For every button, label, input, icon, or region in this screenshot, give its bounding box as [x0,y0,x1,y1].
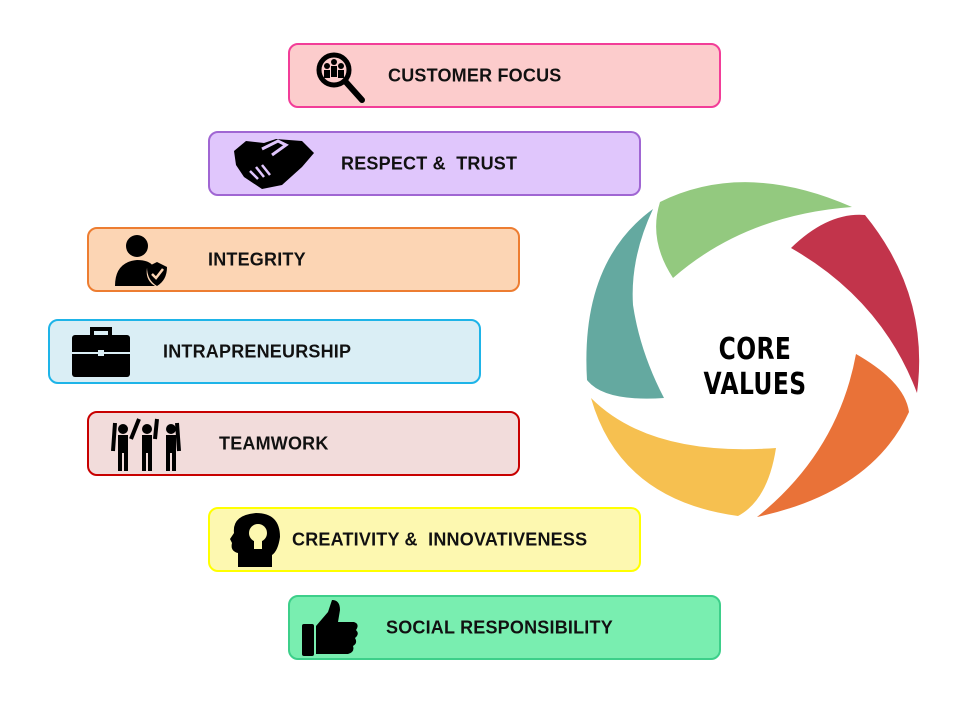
value-intrapreneurship: INTRAPRENEURSHIP [48,319,481,384]
value-label: TEAMWORK [219,433,329,453]
value-customer-focus: CUSTOMER FOCUS [288,43,721,108]
person-shield-icon [115,234,167,286]
thumbs-up-icon [302,599,358,656]
value-label: INTEGRITY [208,249,306,269]
value-integrity: INTEGRITY [87,227,520,292]
wheel-segment-orange [757,354,909,517]
value-social-responsibility: SOCIAL RESPONSIBILITY [288,595,721,660]
value-creativity-innovativeness: CREATIVITY & INNOVATIVENESS [208,507,641,572]
value-label: CUSTOMER FOCUS [388,65,562,85]
value-label: RESPECT & TRUST [341,153,518,173]
value-label: SOCIAL RESPONSIBILITY [386,617,613,637]
value-label: CREATIVITY & INNOVATIVENESS [292,529,588,549]
handshake-icon [234,138,314,189]
value-teamwork: TEAMWORK [87,411,520,476]
briefcase-icon [72,326,130,377]
head-lightbulb-icon [230,512,280,567]
wheel-segment-green [656,182,852,278]
value-label: INTRAPRENEURSHIP [163,341,352,361]
value-respect-trust: RESPECT & TRUST [208,131,641,196]
wheel-segment-teal [586,209,664,399]
wheel-segment-yellow [591,398,776,516]
core-values-title: CORE VALUES [703,332,807,402]
wheel-segment-red [791,214,920,393]
customer-search-icon [316,52,365,103]
team-high-five-icon [111,417,181,471]
